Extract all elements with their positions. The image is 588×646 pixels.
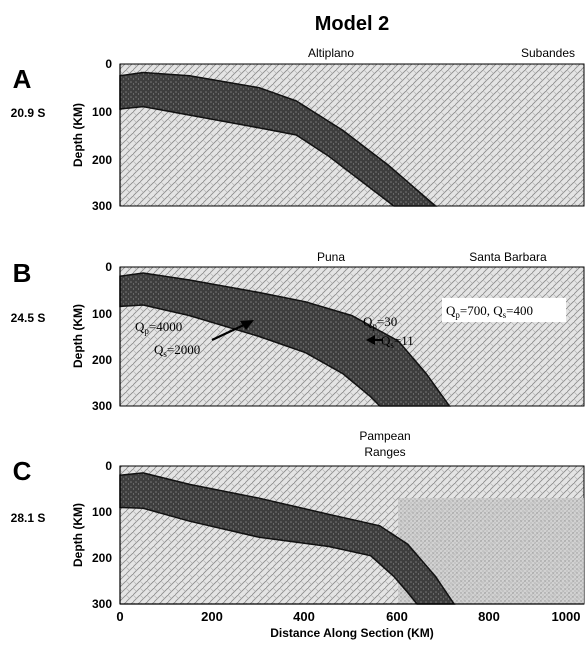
panel-b-core-arrow-head — [240, 320, 254, 330]
panel-c-depth-tick-100: 100 — [92, 505, 112, 519]
panel-b-depth-tick-300: 300 — [92, 399, 112, 413]
panel-b-qs-slab-top: Qs=11 — [381, 333, 414, 350]
panel-b-mantle-label-box — [442, 298, 566, 322]
panel-a-slab — [119, 71, 438, 207]
panel-b-slab — [119, 272, 451, 407]
panel-b-depth-tick-200: 200 — [92, 353, 112, 367]
panel-a: A 20.9 S Altiplano Subandes 0 100 200 30… — [11, 46, 585, 213]
panel-b-core-arrow-shaft — [211, 323, 247, 341]
panel-b-qp-slab-core: Qp=4000 — [135, 319, 182, 336]
distance-tick-1000: 1000 — [552, 609, 581, 624]
panel-c-region-pampean: Pampean — [359, 429, 410, 443]
panel-a-letter: A — [13, 64, 32, 94]
panel-b-depth-tick-0: 0 — [105, 260, 112, 274]
panel-b-depth-label: Depth (KM) — [71, 304, 85, 368]
panel-a-region-subandes: Subandes — [521, 46, 575, 60]
panel-c-depth-tick-300: 300 — [92, 597, 112, 611]
panel-b-region-santa-barbara: Santa Barbara — [469, 250, 547, 264]
panel-c-letter: C — [13, 456, 32, 486]
distance-tick-800: 800 — [478, 609, 500, 624]
figure-title: Model 2 — [315, 13, 389, 35]
distance-tick-0: 0 — [116, 609, 123, 624]
distance-tick-600: 600 — [386, 609, 408, 624]
panel-a-latitude: 20.9 S — [11, 106, 46, 120]
panel-c-depth-tick-200: 200 — [92, 551, 112, 565]
distance-axis-label: Distance Along Section (KM) — [270, 626, 434, 640]
panel-c-region-ranges: Ranges — [364, 445, 405, 459]
panel-a-depth-tick-0: 0 — [105, 57, 112, 71]
panel-b-depth-axis: 0 100 200 300 Depth (KM) — [71, 260, 121, 413]
panel-a-depth-label: Depth (KM) — [71, 103, 85, 167]
panel-b-depth-tick-100: 100 — [92, 307, 112, 321]
panel-a-depth-tick-100: 100 — [92, 105, 112, 119]
panel-c-depth-axis: 0 100 200 300 Depth (KM) — [71, 459, 121, 611]
panel-a-region-altiplano: Altiplano — [308, 46, 354, 60]
panel-b-latitude: 24.5 S — [11, 311, 46, 325]
panel-b-qp-slab-top: Qp=30 — [363, 314, 397, 331]
panel-b-letter: B — [13, 258, 32, 288]
panel-c-distance-axis: 0 200 400 600 800 1000 Distance Along Se… — [116, 603, 584, 640]
panel-a-depth-axis: 0 100 200 300 Depth (KM) — [71, 57, 121, 213]
panel-b-qs-slab-core: Qs=2000 — [154, 342, 200, 359]
distance-tick-400: 400 — [293, 609, 315, 624]
panel-c: C 28.1 S Pampean Ranges 0 100 200 300 De… — [11, 429, 585, 640]
panel-b-region-puna: Puna — [317, 250, 345, 264]
panel-c-latitude: 28.1 S — [11, 511, 46, 525]
panel-b-top-arrow-head — [366, 335, 375, 345]
panel-c-depth-tick-0: 0 — [105, 459, 112, 473]
panel-a-depth-tick-300: 300 — [92, 199, 112, 213]
panel-b: B 24.5 S Puna Santa Barbara Qp=4000 Qs=2… — [11, 250, 585, 413]
distance-tick-200: 200 — [201, 609, 223, 624]
panel-c-depth-label: Depth (KM) — [71, 503, 85, 567]
panel-b-q-mantle: Qp=700, Qs=400 — [446, 303, 533, 320]
panel-a-depth-tick-200: 200 — [92, 153, 112, 167]
